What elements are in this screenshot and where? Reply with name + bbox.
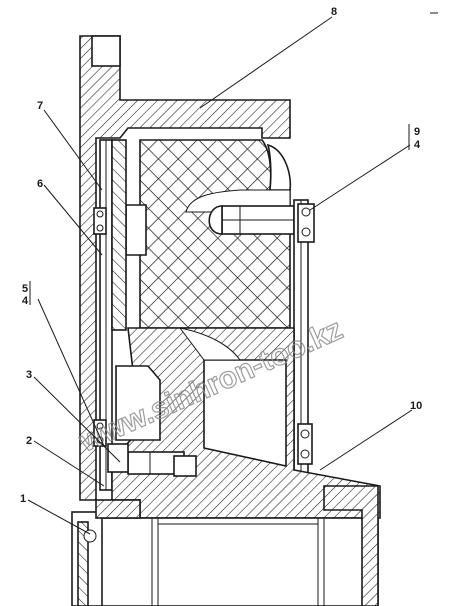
callout-6: 6 (37, 178, 43, 190)
pin-bolt-upper (208, 205, 295, 235)
callout-8: 8 (331, 6, 337, 18)
bottom-sleeve (95, 485, 379, 606)
callout-1: 1 (20, 493, 26, 505)
callout-7: 7 (37, 100, 43, 112)
callout-10: 10 (410, 400, 422, 412)
seal-part-1 (71, 499, 141, 606)
callout-5-sub-4: 4 (22, 295, 29, 307)
callout-3: 3 (26, 369, 32, 381)
callout-2: 2 (26, 435, 32, 447)
elastic-element (125, 139, 292, 329)
callout-9-sub-4: 4 (414, 139, 421, 151)
pin-bolt-lower (107, 443, 197, 477)
callouts: 8 7 6 5 4 3 2 1 9 4 10 (20, 6, 422, 505)
callout-5: 5 (22, 283, 28, 295)
callout-9: 9 (414, 126, 420, 138)
left-screws (93, 207, 107, 447)
leader-lines (27, 16, 413, 535)
right-screws (297, 203, 315, 465)
